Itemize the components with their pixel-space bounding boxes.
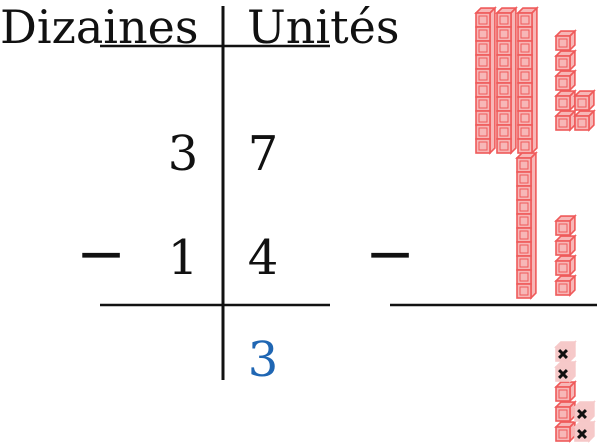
row2-tens: 1 <box>168 230 199 286</box>
result-unit-cube <box>554 400 577 423</box>
unit-cube <box>573 89 596 112</box>
ten-rod <box>516 6 539 155</box>
unit-cube <box>554 49 577 72</box>
unit-cube <box>554 89 577 112</box>
base-ten-blocks <box>474 6 596 443</box>
cross-mark-icon <box>577 429 587 439</box>
row1-tens: 3 <box>168 126 199 182</box>
blocks-minus-sign: − <box>365 219 415 289</box>
unit-cube <box>554 214 577 237</box>
unit-cube <box>554 109 577 132</box>
cross-mark-icon <box>558 349 568 359</box>
row2-units: 4 <box>248 230 279 286</box>
unit-cube <box>554 234 577 257</box>
ten-rod <box>495 6 518 155</box>
result-unit-cube <box>554 420 577 443</box>
row1-units: 7 <box>248 126 279 182</box>
cross-mark-icon <box>558 369 568 379</box>
ten-rod <box>515 151 538 300</box>
cross-mark-icon <box>577 409 587 419</box>
minus-sign: − <box>76 219 126 289</box>
unit-cube <box>554 69 577 92</box>
unit-cube <box>573 109 596 132</box>
unit-cube <box>554 274 577 297</box>
result-unit-cube <box>554 380 577 403</box>
ten-rod <box>474 6 497 155</box>
unit-cube <box>554 254 577 277</box>
result-units: 3 <box>248 332 279 388</box>
unit-cube <box>554 29 577 52</box>
